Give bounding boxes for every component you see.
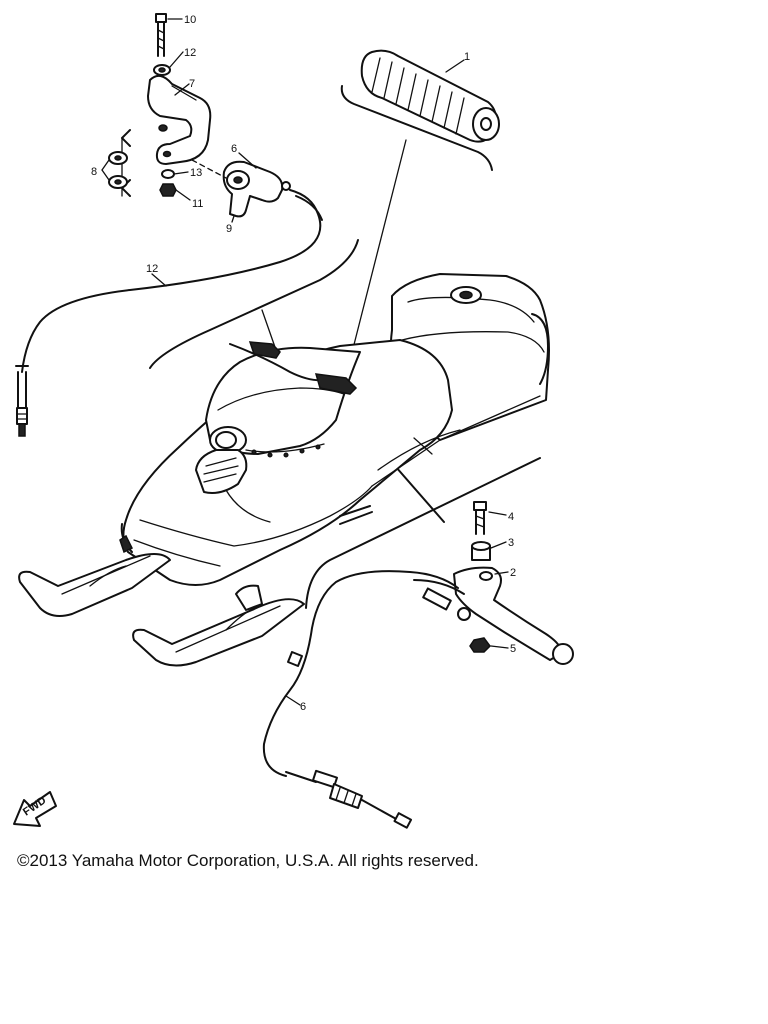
callout-10: 10 [184, 14, 196, 26]
bracket-7 [147, 74, 212, 165]
parts-diagram: FWD 10 12 7 8 13 11 6 9 12 1 4 3 2 5 6 [13, 13, 574, 829]
ski-left [18, 534, 171, 617]
callout-frame-grip [340, 85, 493, 171]
frame-arc-upper [149, 239, 359, 369]
callout-2: 2 [510, 567, 516, 579]
brake-lever-2 [453, 566, 574, 665]
throttle-housing-8 [222, 160, 291, 218]
callout-leaders [101, 18, 509, 706]
bolt-4 [473, 501, 487, 535]
callout-12-top: 12 [184, 47, 196, 59]
callout-7: 7 [189, 78, 195, 90]
washer-12-top [153, 64, 171, 76]
callout-9: 8 [91, 166, 97, 178]
copyright-notice: ©2013 Yamaha Motor Corporation, U.S.A. A… [17, 851, 479, 870]
nut-5 [469, 637, 491, 653]
leader-throttle [261, 309, 277, 351]
fwd-direction-arrow: FWD [13, 791, 57, 827]
bolt-10 [155, 13, 167, 57]
brake-cable-6 [262, 570, 471, 829]
collar-3 [471, 541, 491, 561]
snowmobile-body [120, 273, 550, 586]
callout-numbers: 10 12 7 8 13 11 6 9 12 1 4 3 2 5 6 [91, 14, 516, 713]
throttle-cable-13 [15, 189, 323, 437]
callout-4: 4 [508, 511, 514, 523]
callout-3: 3 [508, 537, 514, 549]
leader-grip [344, 139, 407, 381]
washer-12-lower [161, 169, 175, 179]
callout-13: 12 [146, 263, 158, 275]
callout-11: 11 [192, 198, 203, 210]
callout-6-upper: 6 [231, 143, 237, 155]
ski-right [132, 584, 305, 667]
dash-link-bracket [191, 159, 227, 179]
frame-arc-lower [305, 457, 541, 609]
rubber-dampers-9 [108, 129, 131, 197]
callout-1: 1 [464, 51, 470, 63]
callout-8: 9 [226, 223, 232, 235]
nut-11 [159, 183, 177, 197]
callout-5: 5 [510, 643, 516, 655]
callout-6-lower: 6 [300, 701, 306, 713]
callout-12-lower: 13 [190, 167, 202, 179]
hand-grip-1 [360, 49, 500, 143]
